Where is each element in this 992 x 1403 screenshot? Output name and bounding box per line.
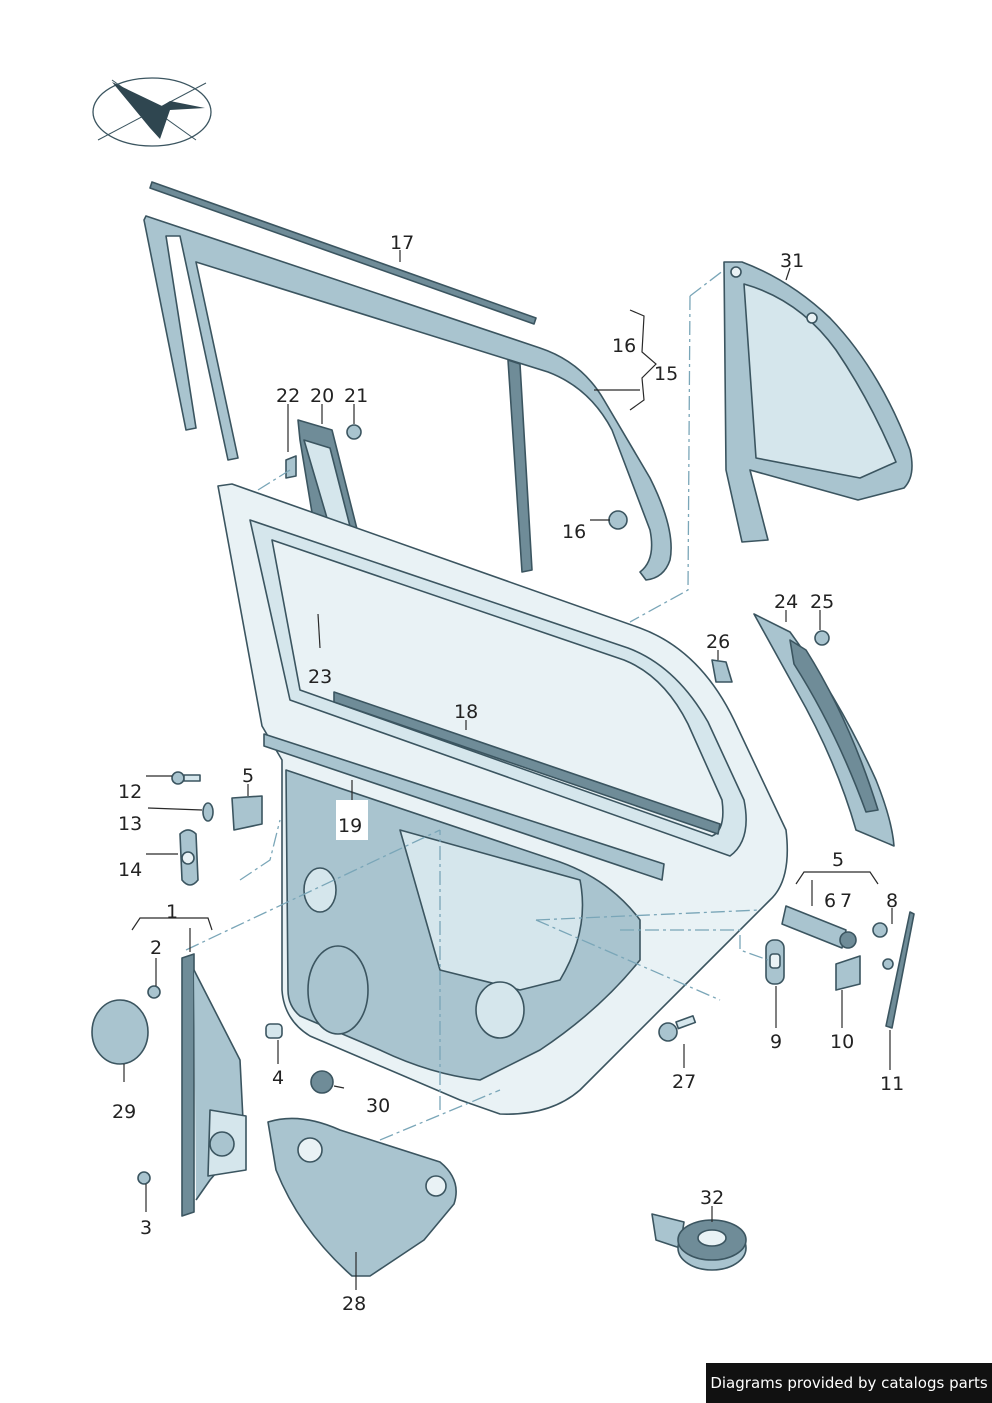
orientation-arrow-icon <box>92 77 212 147</box>
label-26: 26 <box>706 631 730 653</box>
part-26-pad <box>711 659 733 683</box>
label-16-lower: 16 <box>562 521 586 543</box>
label-2: 2 <box>150 937 162 959</box>
label-14: 14 <box>118 859 142 881</box>
part-31-quarter-window <box>723 261 913 543</box>
part-18-belt-molding <box>333 691 721 835</box>
label-22: 22 <box>276 385 300 407</box>
label-1: 1 <box>166 901 178 923</box>
part-19-inner-strip <box>263 733 665 881</box>
label-20: 20 <box>310 385 334 407</box>
label-19: 19 <box>338 815 362 837</box>
part-12-screw <box>171 771 201 785</box>
part-15-window-channel <box>143 215 672 581</box>
label-32: 32 <box>700 1187 724 1209</box>
part-number-labels: 17 31 16 15 22 20 21 16 23 24 25 26 18 1… <box>112 232 904 1315</box>
part-8-screw <box>872 922 888 938</box>
part-25-clip <box>814 630 830 646</box>
part-10-clip <box>835 955 861 991</box>
door-shell <box>217 483 789 1115</box>
part-6-lock-cylinder <box>781 905 857 949</box>
part-14-gasket <box>179 829 199 886</box>
label-12: 12 <box>118 781 142 803</box>
part-22-clip <box>285 455 297 479</box>
label-24: 24 <box>774 591 798 613</box>
part-30-plug <box>310 1070 334 1094</box>
part-11-trim-strip <box>882 911 915 1029</box>
label-23: 23 <box>308 666 332 688</box>
label-30: 30 <box>366 1095 390 1117</box>
part-13-plug <box>202 802 214 822</box>
assembly-lines <box>185 269 769 1141</box>
part-29-cover <box>91 999 149 1065</box>
label-9: 9 <box>770 1031 782 1053</box>
label-31: 31 <box>780 250 804 272</box>
part-27-screw <box>658 1015 697 1042</box>
part-5-bracket <box>231 795 263 831</box>
part-28-insulation-panel <box>267 1117 457 1277</box>
label-21: 21 <box>344 385 368 407</box>
part-3-nut <box>137 1171 151 1185</box>
label-10: 10 <box>830 1031 854 1053</box>
part-21-clip <box>346 424 362 440</box>
label-5-upper: 5 <box>242 765 254 787</box>
part-4-buffer <box>265 1023 283 1039</box>
part-1-window-regulator <box>181 953 247 1217</box>
label-18: 18 <box>454 701 478 723</box>
label-16-upper: 16 <box>612 335 636 357</box>
label-27: 27 <box>672 1071 696 1093</box>
credit-banner: Diagrams provided by catalogs parts <box>706 1363 992 1403</box>
part-9-seal <box>765 939 785 985</box>
part-17-window-strip <box>149 181 537 325</box>
label-8: 8 <box>886 890 898 912</box>
label-4: 4 <box>272 1067 284 1089</box>
part-16-clip <box>608 510 628 530</box>
label-3: 3 <box>140 1217 152 1239</box>
label-25: 25 <box>810 591 834 613</box>
part-24-rear-trim <box>753 613 895 847</box>
label-17: 17 <box>390 232 414 254</box>
label-15: 15 <box>654 363 678 385</box>
part-32-tape-roll <box>651 1213 747 1271</box>
label-28: 28 <box>342 1293 366 1315</box>
leader-lines <box>123 250 893 1290</box>
label-11: 11 <box>880 1073 904 1095</box>
label-29: 29 <box>112 1101 136 1123</box>
label-13: 13 <box>118 813 142 835</box>
part-2-nut <box>147 985 161 999</box>
label-7: 7 <box>840 890 852 912</box>
label-5-right: 5 <box>832 849 844 871</box>
label-6: 6 <box>824 890 836 912</box>
